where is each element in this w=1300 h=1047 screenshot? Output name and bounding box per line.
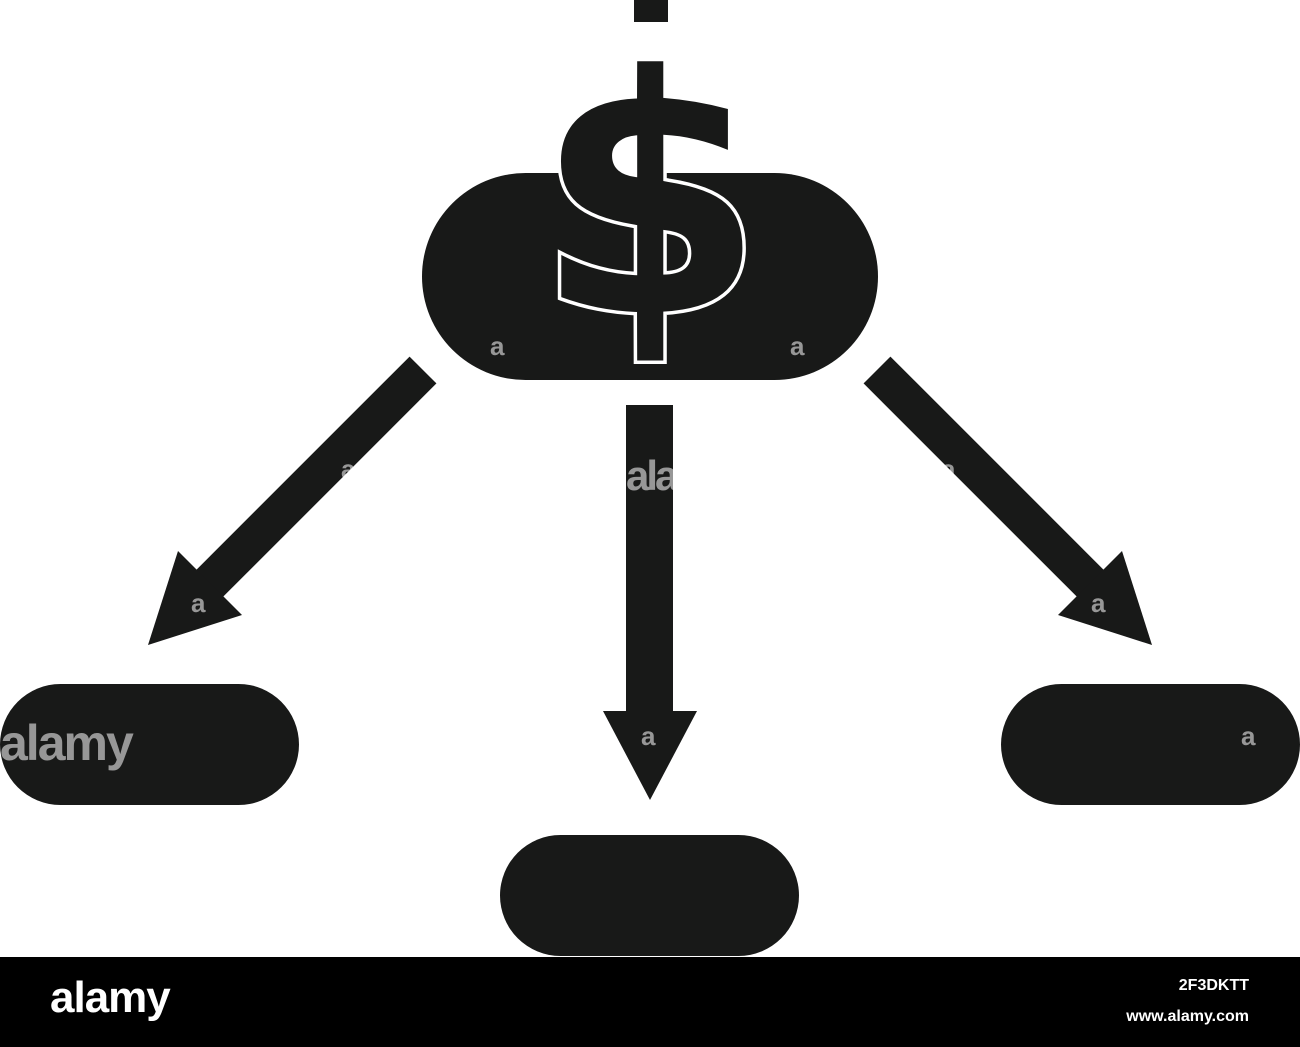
watermark: alamy alamy a a a a a a a a bbox=[0, 331, 1256, 771]
watermark-glyph: a bbox=[1091, 588, 1106, 618]
diagram-canvas: $ alamy alamy bbox=[0, 0, 1300, 956]
watermark-glyph: a bbox=[191, 588, 206, 618]
watermark-logo-left: alamy bbox=[0, 715, 134, 771]
arrow-right bbox=[863, 356, 1152, 645]
target-node-right bbox=[1001, 684, 1300, 805]
top-hook bbox=[634, 0, 668, 22]
watermark-glyph: a bbox=[641, 721, 656, 751]
watermark-glyph: a bbox=[1241, 721, 1256, 751]
site-url-label[interactable]: www.alamy.com bbox=[1126, 1008, 1249, 1025]
target-node-center bbox=[500, 835, 799, 956]
footer-logo: alamy bbox=[50, 973, 171, 1022]
watermark-glyph: a bbox=[341, 454, 356, 484]
svg-text:$: $ bbox=[535, 6, 765, 390]
watermark-glyph: a bbox=[790, 331, 805, 361]
watermark-glyph: a bbox=[941, 454, 956, 484]
dollar-sign-icon: $ bbox=[532, 3, 769, 394]
arrow-left bbox=[148, 356, 437, 645]
footer-bar: alamy 2F3DKTT www.alamy.com bbox=[0, 957, 1300, 1047]
target-node-left bbox=[0, 684, 299, 805]
watermark-logo-center: alamy bbox=[626, 452, 734, 499]
arrow-center bbox=[603, 405, 697, 800]
image-id-label: 2F3DKTT bbox=[1178, 977, 1249, 994]
watermark-glyph: a bbox=[490, 331, 505, 361]
money-distribution-diagram: $ alamy alamy bbox=[0, 0, 1300, 956]
source-node bbox=[422, 173, 878, 380]
